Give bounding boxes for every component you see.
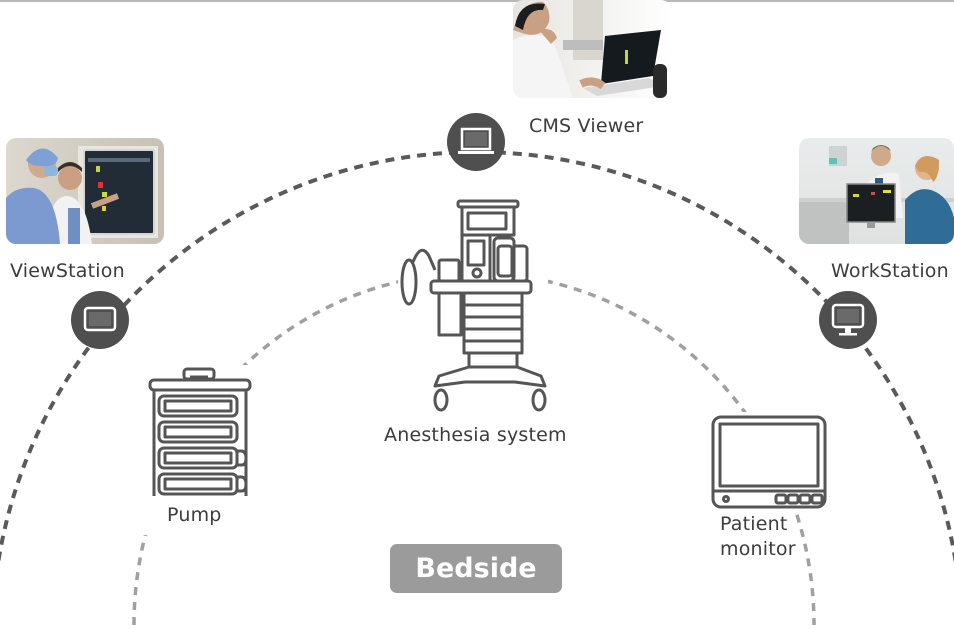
desktop-monitor-icon [831,303,865,336]
laptop-icon [458,127,494,154]
cms-viewer-photo [513,0,671,98]
viewstation-label: ViewStation [10,260,125,282]
outer-ring-arc [0,150,954,564]
viewstation-node[interactable] [71,291,129,349]
viewstation-photo [6,138,164,244]
patient-monitor-label-line1: Patient [720,513,788,535]
cms-viewer-label: CMS Viewer [529,115,644,137]
patient-monitor-label-line2: monitor [720,538,796,560]
workstation-photo [799,138,954,244]
wall-display-icon [83,306,117,332]
patient-monitor-icon[interactable] [710,414,828,510]
anesthesia-machine-icon[interactable] [395,196,555,420]
pump-label: Pump [167,504,222,526]
bedside-badge: Bedside [390,544,562,593]
top-divider [0,0,954,2]
workstation-label: WorkStation [831,260,949,282]
cms-viewer-node[interactable] [447,113,505,171]
anesthesia-label: Anesthesia system [384,424,567,446]
workstation-node[interactable] [819,291,877,349]
infusion-pump-icon[interactable] [146,366,256,498]
